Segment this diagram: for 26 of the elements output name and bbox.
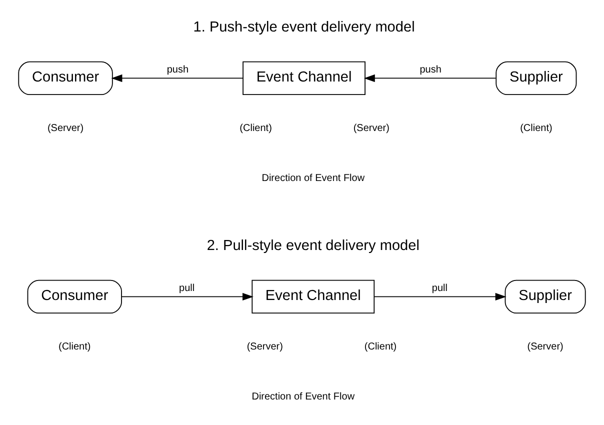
- node-label: (Client): [364, 341, 397, 352]
- arrow: [121, 292, 254, 301]
- arrow: [374, 292, 506, 301]
- node-box: Event Channel: [242, 61, 366, 96]
- node-label: (Server): [47, 122, 84, 134]
- node-box: Consumer: [18, 61, 113, 96]
- node-label: (Server): [527, 341, 564, 352]
- node-box: Event Channel: [252, 280, 375, 314]
- label: Direction of Event Flow: [262, 172, 365, 184]
- label: 2. Pull-style event delivery model: [206, 238, 420, 254]
- node-label: (Client): [520, 122, 552, 134]
- node-label: (Server): [246, 341, 283, 352]
- edge-label: push: [166, 64, 189, 76]
- node-box: Supplier: [504, 280, 586, 314]
- node-label: (Server): [353, 122, 390, 134]
- arrow: [364, 74, 496, 82]
- edge-label: pull: [432, 283, 448, 294]
- node-label: (Client): [58, 341, 91, 352]
- node-box: Supplier: [496, 61, 577, 96]
- node-box: Consumer: [27, 280, 122, 314]
- edge-label: pull: [179, 283, 195, 294]
- node-label: (Client): [240, 122, 272, 134]
- label: 1. Push-style event delivery model: [193, 20, 415, 36]
- edge-label: push: [420, 64, 442, 76]
- label: Direction of Event Flow: [252, 391, 355, 402]
- arrow: [111, 74, 244, 82]
